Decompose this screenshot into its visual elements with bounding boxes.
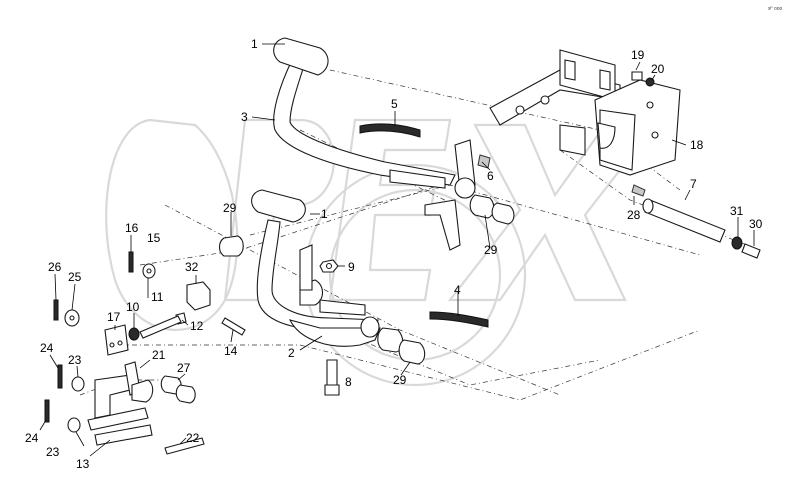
bushings-lower (377, 327, 426, 365)
callout-24-lower: 24 (25, 431, 39, 445)
callouts: 1 1 2 3 4 5 6 7 8 9 10 11 12 13 14 15 16… (25, 37, 763, 471)
callout-29-right: 29 (484, 243, 498, 257)
left-lower-parts (44, 299, 205, 455)
callout-26: 26 (48, 260, 62, 274)
upper-pedal-arm (273, 37, 456, 189)
leader-lines (39, 43, 755, 457)
bushings-upper (454, 177, 515, 225)
callout-21: 21 (152, 348, 166, 362)
callout-32: 32 (185, 260, 199, 274)
callout-5: 5 (391, 97, 398, 111)
callout-20: 20 (651, 62, 665, 76)
callout-18: 18 (690, 138, 704, 152)
callout-6: 6 (487, 169, 494, 183)
callout-4: 4 (454, 283, 461, 297)
callout-13: 13 (76, 457, 90, 471)
callout-10: 10 (126, 300, 140, 314)
callout-1-lower: 1 (321, 207, 328, 221)
callout-7: 7 (690, 177, 697, 191)
stop-bracket (424, 139, 491, 251)
nut-9 (319, 259, 339, 273)
callout-14: 14 (224, 344, 238, 358)
callout-27: 27 (177, 361, 191, 375)
callout-22: 22 (186, 431, 200, 445)
spring-5 (359, 123, 421, 138)
callout-25: 25 (68, 270, 82, 284)
callout-3: 3 (241, 110, 248, 124)
left-linkage-parts (104, 251, 246, 356)
callout-19: 19 (631, 48, 645, 62)
callout-23-lower: 23 (46, 445, 60, 459)
bushing-left (218, 235, 244, 257)
callout-15: 15 (147, 231, 161, 245)
callout-29-lower: 29 (393, 373, 407, 387)
callout-16: 16 (125, 221, 139, 235)
callout-11: 11 (151, 290, 164, 304)
bolt-8 (324, 359, 340, 396)
callout-1: 1 (251, 37, 258, 51)
callout-17: 17 (107, 310, 121, 324)
corner-mark: sᴾ ooo (768, 6, 783, 12)
upper-pedal-pad (273, 37, 329, 76)
bolt-washer-top (631, 71, 655, 87)
callout-9: 9 (348, 260, 355, 274)
callout-12: 12 (190, 319, 204, 333)
callout-23-upper: 23 (68, 353, 82, 367)
cross-shaft (631, 184, 761, 259)
callout-29-upper: 29 (223, 201, 237, 215)
mounting-bracket (489, 49, 681, 176)
callout-2: 2 (288, 346, 295, 360)
spring-4 (429, 311, 489, 328)
lower-pedal-arm (251, 189, 381, 347)
callout-31: 31 (730, 204, 744, 218)
callout-24-upper: 24 (40, 341, 54, 355)
callout-30: 30 (749, 217, 763, 231)
callout-28: 28 (627, 208, 641, 222)
callout-8: 8 (345, 375, 352, 389)
